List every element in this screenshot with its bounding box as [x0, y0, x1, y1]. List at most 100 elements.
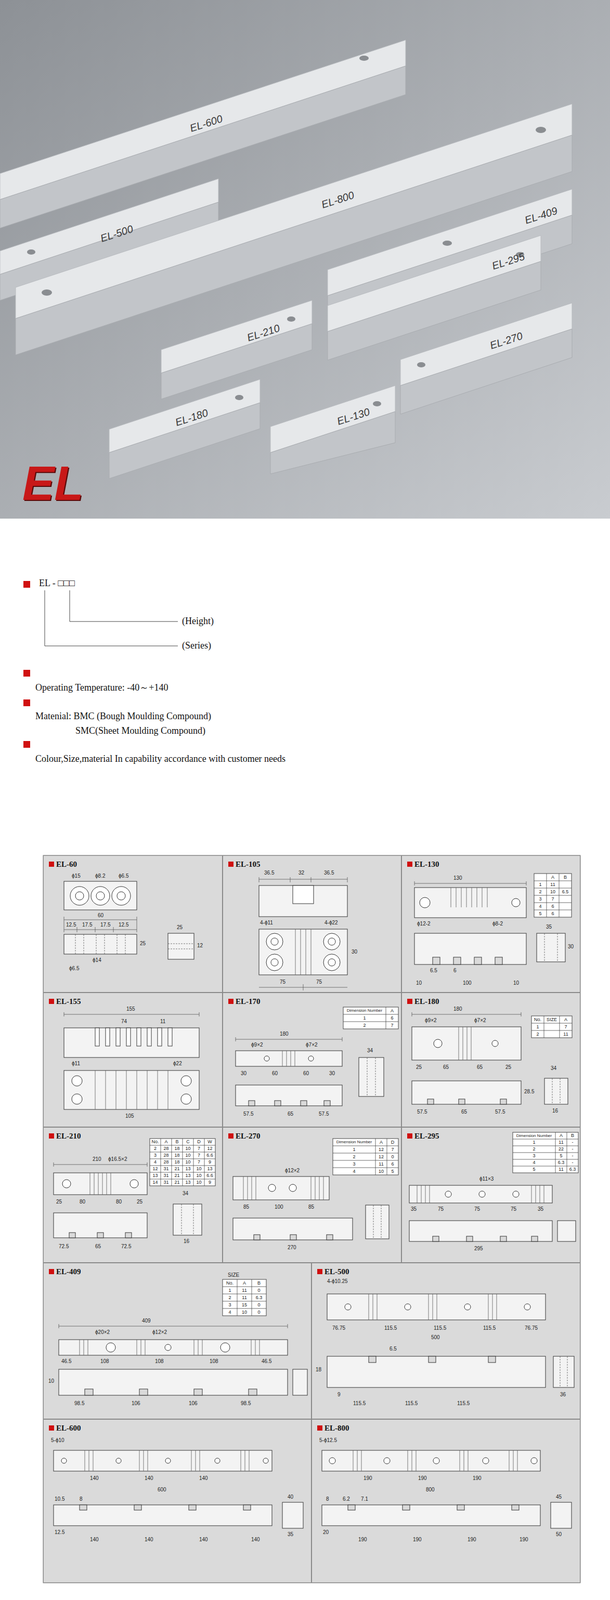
table-cell: 3 [534, 896, 547, 904]
table-frame [332, 1139, 399, 1176]
table-rule [531, 1031, 573, 1032]
dimension-label: 9 [337, 1392, 341, 1399]
table-cell: 6.3 [555, 1160, 567, 1167]
el-295-drawing [409, 1186, 576, 1243]
table-rule [512, 1146, 579, 1148]
dimension-label: 190 [358, 1537, 368, 1544]
dimension-label: 17.5 [82, 922, 93, 929]
table-rule [566, 1133, 568, 1174]
dimension-label: 34 [550, 1066, 557, 1073]
red-square-marker [407, 1134, 413, 1140]
red-square-marker [48, 1426, 55, 1432]
dimension-label: 57.5 [495, 1109, 505, 1116]
drawing-panel: EL-500 [311, 1263, 581, 1421]
table-cell: 0 [251, 1287, 267, 1295]
dimension-label: 12.5 [54, 1530, 65, 1537]
table-rule [534, 896, 572, 897]
table-cell: 0 [251, 1309, 267, 1317]
drawing-panel: EL-800 [311, 1420, 581, 1585]
table-cell: B [171, 1139, 183, 1147]
red-square-marker [317, 1426, 323, 1432]
model-number: EL-105 [235, 860, 261, 869]
dimension-label: 35 [287, 1532, 294, 1539]
table-cell: 15 [237, 1302, 252, 1310]
el-800-drawing [321, 1451, 572, 1530]
dimension-label: 8 [79, 1497, 83, 1504]
table-rule [332, 1153, 399, 1155]
table-cell: 7 [546, 896, 560, 904]
table-rule [543, 1016, 545, 1039]
dimension-label: 130 [453, 875, 463, 882]
spec-text: Colour,Size,material In capability accor… [35, 754, 286, 765]
table-cell: No. [149, 1139, 161, 1147]
dimension-label: 100 [274, 1204, 284, 1212]
dimension-label: 75 [437, 1206, 444, 1214]
dimension-label: 190 [363, 1476, 373, 1483]
dimension-label: 6.5 [389, 1346, 397, 1354]
dimension-label: 72.5 [58, 1244, 69, 1251]
spec-markers [23, 581, 31, 749]
table-cell: A [237, 1280, 252, 1288]
table-cell: 11 [375, 1161, 387, 1169]
dimension-label: SIZE [227, 1273, 240, 1280]
dimension-label: 74 [121, 1019, 127, 1026]
table-frame [343, 1007, 399, 1030]
dimension-label: 25 [416, 1065, 422, 1072]
table-rule [559, 1016, 561, 1039]
table-rule [512, 1160, 579, 1161]
table-cell: 10 [182, 1152, 194, 1160]
dimension-label: ϕ7×2 [305, 1042, 318, 1049]
drawing-panel: EL-155 [43, 993, 223, 1128]
table-cell: 31 [160, 1166, 172, 1174]
leader-lines [44, 590, 178, 647]
dimension-label: 10 [416, 980, 422, 988]
table-rule [385, 1007, 387, 1030]
table-cell: 9 [204, 1179, 216, 1187]
red-square-marker [228, 999, 234, 1005]
table-frame [534, 874, 572, 918]
drawing-panel: EL-210 [43, 1127, 223, 1264]
table-rule [222, 1309, 267, 1310]
table-cell: 10 [375, 1168, 387, 1176]
table-cell: A [375, 1139, 387, 1147]
dimension-label: ϕ12×2 [284, 1168, 300, 1175]
dimension-label: 6 [453, 968, 457, 975]
table-rule [343, 1015, 399, 1016]
dimension-label: 65 [461, 1109, 467, 1116]
dimension-label: 190 [519, 1537, 529, 1544]
dimension-label: ϕ9×2 [251, 1042, 264, 1049]
panel-title: EL-409 [56, 1268, 82, 1278]
table-cell: 2 [512, 1146, 556, 1154]
dimension-label: 25 [56, 1199, 62, 1206]
table-cell: 9 [204, 1159, 216, 1167]
dimension-label: 190 [472, 1476, 482, 1483]
table-cell: 5 [512, 1166, 556, 1174]
table-cell: 7 [385, 1022, 399, 1030]
table-cell: 6.5 [559, 888, 572, 897]
spec-text: EL - □□□ [39, 578, 75, 590]
dimension-label: 4-ϕ22 [324, 920, 339, 927]
dimension-label: 85 [243, 1204, 250, 1212]
table-rule [546, 874, 548, 918]
dimension-label: 140 [251, 1537, 261, 1544]
dimension-label: 65 [476, 1065, 483, 1072]
table-rule [531, 1023, 573, 1025]
dimension-label: 40 [287, 1495, 294, 1502]
dimension-label: 98.5 [74, 1401, 85, 1408]
el-500-drawing [327, 1294, 575, 1389]
brand-logo: EL [22, 457, 84, 510]
dimension-label: ϕ11×3 [479, 1176, 494, 1184]
panel-title: EL-295 [414, 1132, 440, 1142]
panel-title: EL-105 [235, 860, 261, 870]
dimension-label: 35 [410, 1206, 417, 1214]
table-cell: D [386, 1139, 399, 1147]
dimension-label: 57.5 [243, 1111, 254, 1119]
dimension-label: 10 [48, 1379, 55, 1386]
table-cell: 5 [555, 1153, 567, 1161]
red-square-marker [48, 999, 55, 1005]
table-cell: 10 [193, 1173, 205, 1180]
dimension-label: 25 [505, 1065, 512, 1072]
dimension-label: ϕ8-2 [492, 921, 503, 928]
dimension-label: 85 [308, 1204, 315, 1212]
dimension-label: 100 [462, 980, 472, 988]
